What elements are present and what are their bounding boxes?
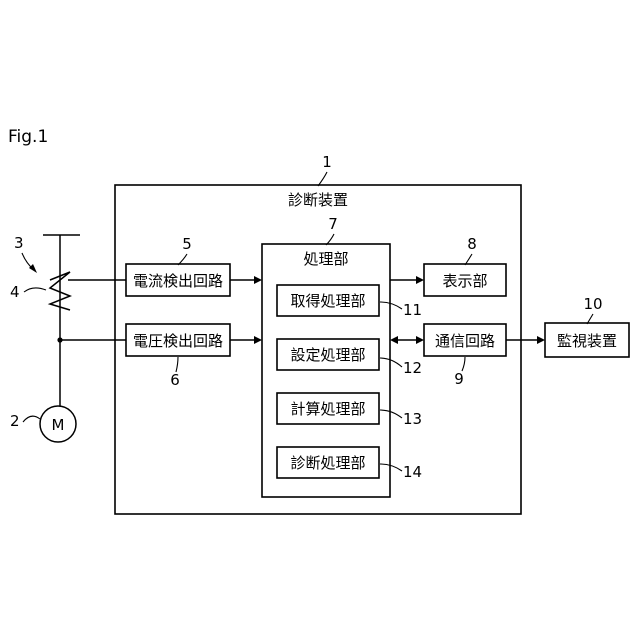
leader-line-1 (318, 172, 327, 186)
ref-number-2: 2 (10, 412, 20, 430)
ref-number-8: 8 (467, 235, 477, 253)
communication-circuit-label: 通信回路 (435, 332, 495, 350)
ref-number-12: 12 (403, 359, 422, 377)
ref-number-4: 4 (10, 283, 20, 301)
voltage-detection-circuit-label: 電圧検出回路 (133, 332, 223, 350)
calculation-unit-label: 計算処理部 (290, 400, 365, 418)
ref-number-10: 10 (583, 295, 602, 313)
ref-number-14: 14 (403, 463, 422, 481)
ref-number-9: 9 (454, 370, 464, 388)
ref-number-7: 7 (328, 215, 338, 233)
display-unit-label: 表示部 (442, 272, 487, 290)
acquisition-unit-label: 取得処理部 (290, 292, 365, 310)
ref-number-6: 6 (170, 371, 180, 389)
motor-symbol: M (52, 416, 65, 434)
arrowhead-communication-to-monitor (537, 336, 545, 344)
ref-number-13: 13 (403, 410, 422, 428)
monitoring-device-label: 監視装置 (557, 332, 617, 350)
current-detection-circuit-label: 電流検出回路 (133, 272, 223, 290)
ref-number-11: 11 (403, 301, 422, 319)
ref-number-5: 5 (182, 235, 192, 253)
leader-line-4 (24, 288, 46, 292)
processing-unit-label: 処理部 (303, 250, 348, 268)
diagnosis-unit-label: 診断処理部 (290, 454, 365, 472)
leader-line-2 (23, 416, 40, 422)
leader-arrowhead-3 (29, 264, 37, 273)
ref-number-3: 3 (14, 234, 24, 252)
diagnostic-device-label: 診断装置 (288, 191, 348, 209)
setting-unit-label: 設定処理部 (290, 346, 365, 364)
ref-number-1: 1 (322, 153, 332, 171)
figure-label: Fig.1 (8, 127, 48, 147)
